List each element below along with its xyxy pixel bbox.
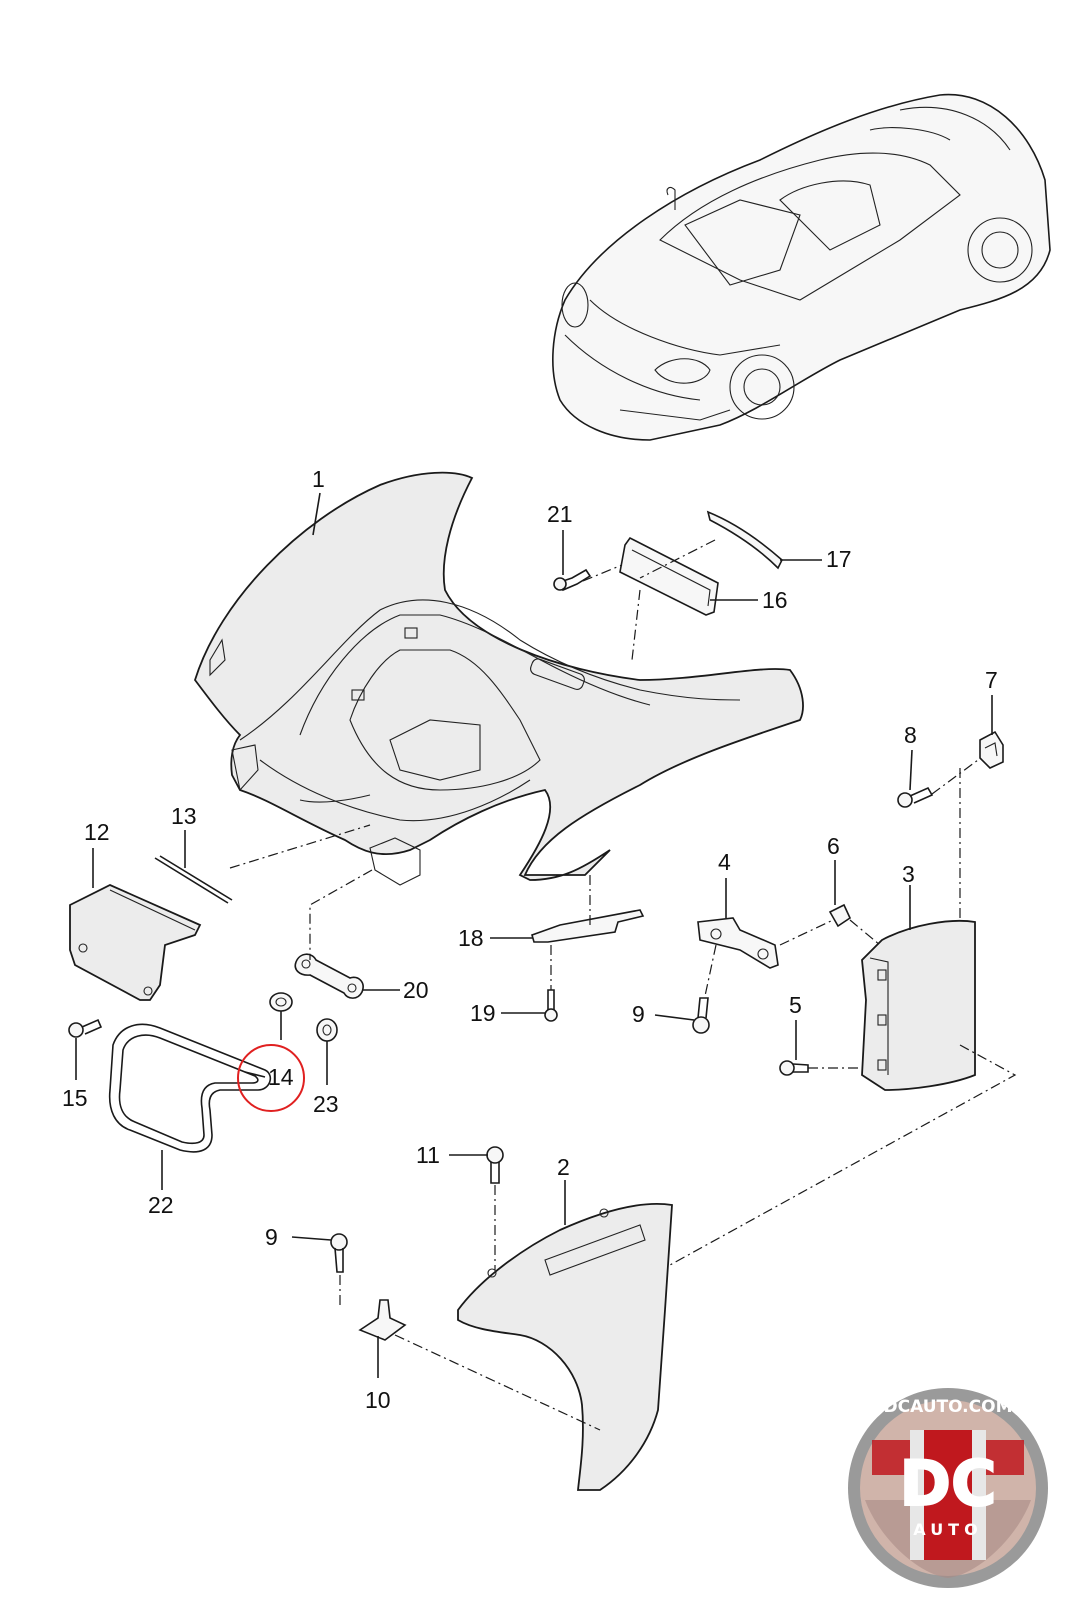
part-9-screw-upper bbox=[692, 997, 710, 1034]
part-8-screw bbox=[897, 786, 934, 808]
callout-13: 13 bbox=[171, 803, 197, 829]
part-7-clip-nut bbox=[979, 730, 1004, 769]
part-22-seal-frame bbox=[108, 1023, 272, 1153]
callout-4: 4 bbox=[718, 849, 731, 875]
callout-3: 3 bbox=[902, 861, 915, 887]
logo-letters: DC bbox=[900, 1447, 997, 1520]
callout-5: 5 bbox=[789, 992, 802, 1018]
part-4-bracket bbox=[697, 917, 779, 969]
part-11-bolt bbox=[486, 1146, 504, 1184]
part-23-washer bbox=[316, 1018, 338, 1042]
part-5-screw bbox=[779, 1060, 809, 1076]
part-10-bracket bbox=[358, 1299, 407, 1341]
part-12-side-panel bbox=[69, 884, 202, 1001]
callout-6: 6 bbox=[827, 833, 840, 859]
dcauto-logo: DCAUTO.COM DC AUTO bbox=[848, 1388, 1048, 1588]
callout-14: 14 bbox=[268, 1064, 294, 1090]
callout-19: 19 bbox=[470, 1000, 496, 1026]
callout-labels: 1 2 3 4 5 6 7 8 9 9 10 11 12 13 14 15 16… bbox=[62, 466, 998, 1413]
callout-22: 22 bbox=[148, 1192, 174, 1218]
highlight-circle bbox=[237, 1044, 305, 1112]
part-19-screw bbox=[544, 989, 558, 1022]
callout-8: 8 bbox=[904, 722, 917, 748]
part-16-cover-plate bbox=[619, 536, 719, 616]
leader-lines bbox=[75, 492, 993, 1378]
assembly-lines bbox=[229, 539, 1017, 1431]
part-2-front-fender bbox=[457, 1202, 673, 1491]
callout-18: 18 bbox=[458, 925, 484, 951]
part-20-hinge-bolt bbox=[294, 953, 364, 999]
part-3-side-trim bbox=[861, 919, 976, 1091]
part-9-screw-lower bbox=[330, 1233, 348, 1273]
part-14-grommet bbox=[269, 992, 293, 1012]
part-6-clip bbox=[828, 903, 852, 928]
callout-7: 7 bbox=[985, 667, 998, 693]
callout-2: 2 bbox=[557, 1154, 570, 1180]
callout-20: 20 bbox=[403, 977, 429, 1003]
logo-subtext: AUTO bbox=[913, 1520, 982, 1539]
part-17-seal-strip bbox=[706, 510, 783, 570]
callout-10: 10 bbox=[365, 1387, 391, 1413]
callout-9-upper: 9 bbox=[632, 1001, 645, 1027]
part-13-rod bbox=[154, 855, 233, 904]
callout-9-lower: 9 bbox=[265, 1224, 278, 1250]
part-1-front-trunk bbox=[194, 471, 804, 886]
part-15-screw bbox=[68, 1018, 103, 1038]
callout-21: 21 bbox=[547, 501, 573, 527]
callout-17: 17 bbox=[826, 546, 852, 572]
part-18-bracket-strip bbox=[531, 909, 645, 943]
callout-15: 15 bbox=[62, 1085, 88, 1111]
callout-1: 1 bbox=[312, 466, 325, 492]
car-illustration bbox=[552, 93, 1051, 441]
callout-11: 11 bbox=[416, 1142, 440, 1168]
callout-16: 16 bbox=[762, 587, 788, 613]
logo-url: DCAUTO.COM bbox=[883, 1397, 1012, 1417]
callout-23: 23 bbox=[313, 1091, 339, 1117]
callout-12: 12 bbox=[84, 819, 110, 845]
part-21-screw bbox=[553, 568, 592, 592]
